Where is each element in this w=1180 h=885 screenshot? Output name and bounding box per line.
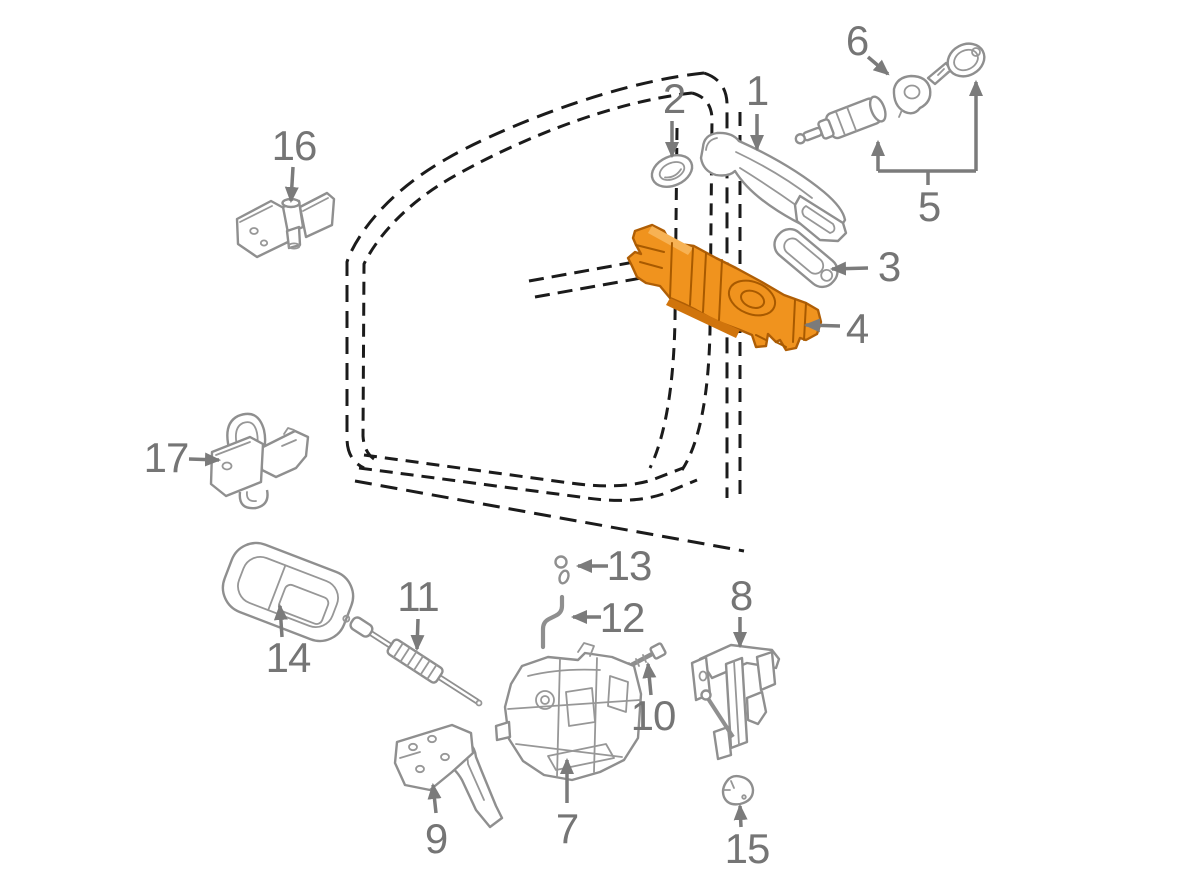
callout-arrow-17 — [188, 452, 222, 467]
part-label-2: 2 — [662, 75, 686, 122]
part-12-lock-rod — [540, 594, 565, 650]
part-14-interior-handle-bezel — [221, 541, 355, 643]
part-1-door-handle — [699, 131, 848, 243]
part-4-handle-carrier-highlighted — [626, 223, 823, 352]
part-17-door-check — [209, 412, 310, 510]
callout-arrow-10 — [642, 661, 657, 696]
part-label-4: 4 — [845, 305, 869, 352]
callout-bracket-5 — [878, 169, 976, 185]
part-label-12: 12 — [599, 594, 646, 641]
callout-arrow-4 — [803, 318, 841, 333]
part-15-clip — [721, 774, 755, 806]
part-5-lock-cylinder — [794, 95, 887, 145]
part-label-5: 5 — [917, 183, 941, 230]
part-label-3: 3 — [877, 243, 901, 290]
part-label-11: 11 — [397, 573, 440, 620]
part-6-cylinder-cap — [892, 74, 932, 118]
part-9-bracket — [393, 723, 504, 829]
callout-arrow-6 — [866, 55, 890, 76]
part-label-13: 13 — [606, 542, 653, 589]
part-label-10: 10 — [630, 692, 677, 739]
part-label-16: 16 — [271, 122, 318, 169]
part-label-1: 1 — [745, 67, 769, 114]
part-13-screw — [554, 555, 570, 585]
part-label-6: 6 — [845, 17, 869, 64]
callout-arrow-11 — [410, 618, 425, 652]
door-outline — [345, 71, 745, 553]
part-8-bracket — [690, 643, 781, 761]
callout-arrow-3 — [829, 261, 869, 276]
callout-arrow-14 — [273, 603, 288, 638]
part-label-15: 15 — [724, 825, 771, 872]
callout-arrows — [188, 55, 983, 828]
part-label-8: 8 — [729, 572, 753, 619]
part-7-lock-actuator — [494, 642, 643, 782]
part-label-9: 9 — [424, 815, 448, 862]
part-label-7: 7 — [555, 805, 579, 852]
part-label-17: 17 — [143, 434, 190, 481]
callout-arrow-16 — [284, 166, 299, 204]
part-16-hinge-bracket — [235, 191, 336, 259]
callout-arrow-9 — [427, 782, 442, 814]
part-11-release-cable — [349, 616, 483, 707]
callout-arrow-15 — [733, 803, 748, 828]
part-5-key — [926, 42, 986, 86]
part-label-14: 14 — [265, 634, 312, 681]
